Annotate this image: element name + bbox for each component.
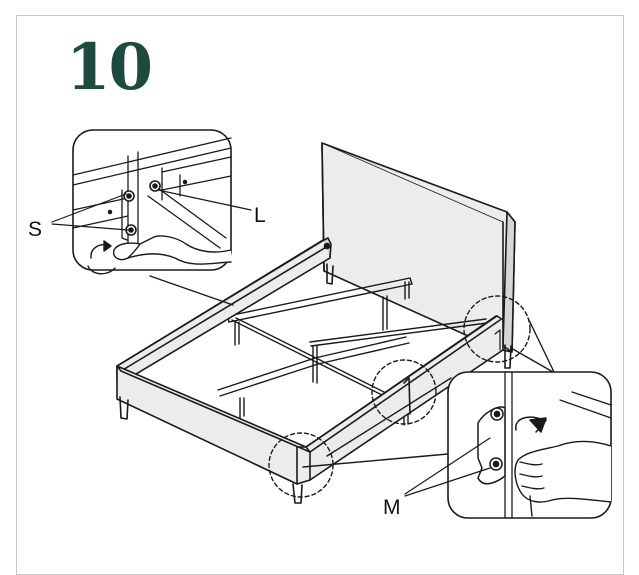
headboard <box>321 142 516 353</box>
label-s: S <box>28 218 42 241</box>
footboard <box>116 365 311 485</box>
callout-circle-headboard <box>463 295 531 363</box>
rotate-arrow-icon <box>87 240 116 275</box>
left-side-rail <box>116 237 332 384</box>
step-number: 10 <box>66 30 153 105</box>
label-l: L <box>254 204 266 227</box>
detail-rail-parts <box>72 137 232 251</box>
callout-connectors <box>302 317 555 468</box>
bracket-bolts <box>121 180 161 241</box>
hand-icon-wrench <box>514 440 612 517</box>
label-m: M <box>383 496 401 519</box>
hand-icon <box>113 235 232 265</box>
tightening-arrow-icon <box>515 416 547 433</box>
hinge-bracket <box>477 406 506 485</box>
detail-connector-line <box>149 275 234 306</box>
label-pointer-lines-m <box>404 437 491 497</box>
center-support-bars <box>217 277 488 426</box>
headboard-legs <box>326 263 512 369</box>
callout-circle-middle <box>371 359 437 425</box>
label-pointer-lines <box>51 189 252 231</box>
footboard-legs <box>119 396 303 504</box>
detail-view-hinge-bracket <box>404 371 612 519</box>
detail-view-rail-bracket <box>72 129 232 275</box>
